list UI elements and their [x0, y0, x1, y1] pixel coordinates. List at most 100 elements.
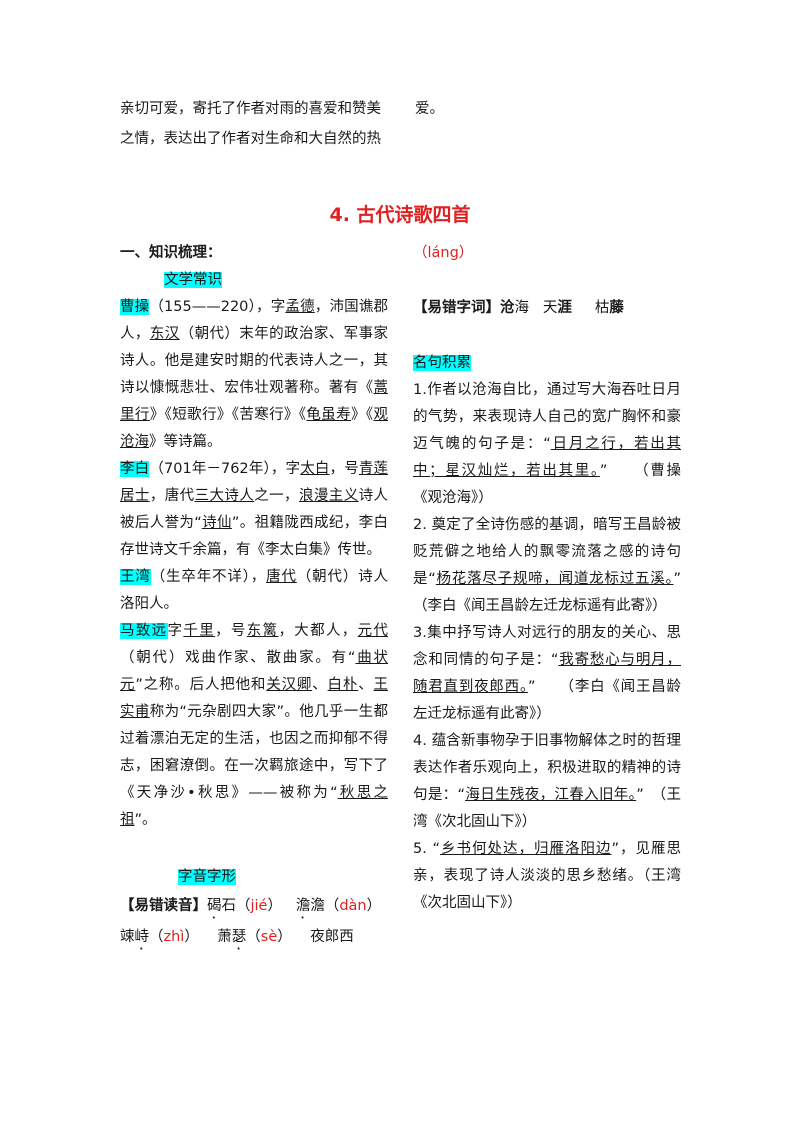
quote-question: 1.作者以沧海自比，通过写大海吞吐日月的气势，来表现诗人自己的宽广胸怀和豪迈气魄… [413, 382, 681, 452]
cao-name: 曹操 [120, 299, 150, 315]
pronunciation-paragraph: 【易错读音】碣石（jié） 澹澹（dàn） 竦峙（zhì） 萧瑟（sè） 夜郎西 [120, 891, 388, 953]
ma-zi: 千里 [183, 623, 216, 639]
page-title: 4. 古代诗歌四首 [329, 204, 471, 226]
top-right-line1: 爱。 [415, 101, 444, 117]
top-left-line1: 亲切可爱，寄托了作者对雨的喜爱和赞美 [120, 101, 381, 117]
li-three-poets: 三大诗人 [194, 488, 255, 504]
wang-paragraph: 王湾（生卒年不详），唐代（朝代）诗人洛阳人。 [120, 564, 388, 618]
quote-3: 3.集中抒写诗人对远行的朋友的关心、思念和同情的句子是：“我寄愁心与明月，随君直… [413, 620, 681, 728]
cao-dynasty: 东汉 [149, 326, 180, 342]
ma-text: 字 [167, 623, 184, 639]
cao-text: （155——220），字 [149, 299, 286, 315]
pron-paren: ） [366, 898, 382, 914]
cao-zi: 孟德 [285, 299, 315, 315]
cao-text: （朝代）末年的政治家、军事家诗人。他是建安时期的代表诗人之一，其诗以慷慨悲壮、宏… [120, 326, 389, 396]
li-text: ，号 [329, 461, 359, 477]
ma-qiusi: 秋思之祖 [120, 785, 388, 828]
ma-text: ”。 [134, 812, 157, 828]
quote-4: 4. 蕴含新事物孕于旧事物解体之时的哲理表达作者乐观向上，积极进取的精神的诗句是… [413, 728, 681, 836]
wrong-label: 【易错字词】 [413, 300, 500, 316]
right-column: （láng） 【易错字词】沧海 天涯 枯藤 名句积累 1.作者以沧海自比，通过写… [413, 240, 710, 917]
ma-text: ，大都人， [278, 623, 358, 639]
wrong-words-row: 【易错字词】沧海 天涯 枯藤 [413, 295, 681, 322]
quote-source: ” （李白《闻王昌龄左迁龙标遥有此寄》） [413, 571, 711, 614]
quote-question: 3.集中抒写诗人对远行的朋友的关心、思念和同情的句子是：“ [413, 625, 681, 668]
quote-question: 2. 奠定了全诗伤感的基调，暗写王昌龄被贬荒僻之地给人的飘零流落之感的诗句是“ [413, 517, 681, 587]
pron-word: 萧 [217, 929, 232, 945]
wrong-char: 藤 [609, 300, 624, 316]
quotes-label-row: 名句积累 [413, 350, 681, 377]
wrong-char: 沧 [500, 300, 515, 316]
lang-pinyin: （láng） [413, 245, 474, 261]
ma-text: 称为“元杂剧四大家”。他几乎一生都过着漂泊无定的生活，也因之而抑郁不得志，困窘潦… [120, 704, 388, 801]
pron-word: 澹 [295, 898, 311, 914]
ma-paragraph: 马致远字千里，号东篱，大都人，元代（朝代）戏曲作家、散曲家。有“曲状元”之称。后… [120, 618, 388, 834]
quote-source: ” （曹操《观沧海》） [413, 463, 681, 506]
pron-pinyin: jié [250, 898, 268, 914]
char-label: 字音字形 [178, 869, 236, 885]
ma-text: ”之称。后人把他和 [135, 677, 267, 693]
cao-text: ，沛国谯郡人， [120, 299, 389, 342]
quotes-label: 名句积累 [413, 355, 471, 371]
quote-source: ”，见雁思亲，表现了诗人淡淡的思乡愁绪。（王湾《次北固山下》） [413, 841, 681, 911]
wrong-char: 海 [514, 300, 530, 316]
pron-word: 澹（ [310, 898, 340, 914]
li-shixian: 诗仙 [201, 515, 232, 531]
li-hao: 青莲居士 [120, 461, 389, 504]
pron-word: 瑟 [231, 929, 247, 945]
ma-peer: 白朴 [327, 677, 359, 693]
pron-paren: ） [277, 929, 292, 945]
li-romanticism: 浪漫主义 [298, 488, 359, 504]
cao-work: 观沧海 [120, 407, 389, 450]
ma-text: （朝代）戏曲作家、散曲家。有“ [120, 650, 356, 666]
cao-text: 》等诗篇。 [149, 434, 222, 450]
pron-word: 夜郎西 [310, 929, 354, 945]
quote-1: 1.作者以沧海自比，通过写大海吞吐日月的气势，来表现诗人自己的宽广胸怀和豪迈气魄… [413, 377, 681, 512]
quote-answer: 我寄愁心与明月，随君直到夜郎西。 [413, 652, 682, 695]
pron-word: 碣 [207, 898, 222, 914]
top-right-text: 爱。 [415, 94, 444, 124]
li-text: ”。祖籍陇西成纪，李白存世诗文千余篇，有《李太白集》传世。 [120, 515, 388, 558]
pron-pinyin: zhì [163, 929, 185, 945]
ma-title: 曲状元 [120, 650, 388, 693]
wang-dynasty: 唐代 [266, 569, 297, 585]
cao-paragraph: 曹操（155——220），字孟德，沛国谯郡人，东汉（朝代）末年的政治家、军事家诗… [120, 294, 388, 456]
quote-answer: 海日生残夜，江春入旧年。 [465, 787, 637, 803]
ma-peer: 王实甫 [120, 677, 389, 720]
top-left-text: 亲切可爱，寄托了作者对雨的喜爱和赞美 之情，表达出了作者对生命和大自然的热 [120, 94, 398, 154]
lit-label-row: 文学常识 [120, 267, 388, 294]
cao-text: 》《 [351, 407, 374, 423]
ma-peer: 关汉卿 [266, 677, 313, 693]
cao-work: 蒿里行 [120, 380, 388, 423]
li-text: （701年－762年），字 [149, 461, 301, 477]
wang-text: （朝代）诗人洛阳人。 [120, 569, 389, 612]
ma-hao: 东篱 [246, 623, 279, 639]
wrong-char: 涯 [557, 300, 572, 316]
li-text: 之一， [254, 488, 299, 504]
pron-word: （ [246, 929, 261, 945]
quote-source: ” （李白《闻王昌龄左迁龙标遥有此寄》） [413, 679, 681, 722]
char-label-row: 字音字形 [120, 864, 388, 891]
pron-pinyin: sè [260, 929, 278, 945]
cao-text: 》《短歌行》《苦寒行》《 [149, 407, 307, 423]
pron-paren: ） [184, 929, 199, 945]
li-text: ，唐代 [149, 488, 195, 504]
pron-word: 石（ [221, 898, 251, 914]
li-zi: 太白 [300, 461, 330, 477]
pron-paren: ） [267, 898, 282, 914]
left-column: 一、知识梳理： 文学常识 曹操（155——220），字孟德，沛国谯郡人，东汉（朝… [120, 240, 388, 953]
pron-pinyin: dàn [339, 898, 367, 914]
ma-text: ，号 [215, 623, 247, 639]
section-knowledge: 一、知识梳理： [120, 245, 222, 261]
ma-name: 马致远 [120, 623, 168, 639]
ma-dynasty: 元代 [357, 623, 388, 639]
quote-answer: 乡书何处达，归雁洛阳边 [439, 841, 612, 857]
li-paragraph: 李白（701年－762年），字太白，号青莲居士，唐代三大诗人之一，浪漫主义诗人被… [120, 456, 388, 564]
pron-word: 峙（ [134, 929, 164, 945]
li-text: 诗人被后人誉为“ [120, 488, 389, 531]
lit-label: 文学常识 [164, 272, 222, 288]
quote-5: 5. “乡书何处达，归雁洛阳边”，见雁思亲，表现了诗人淡淡的思乡愁绪。（王湾《次… [413, 836, 681, 917]
ma-sep: 、 [312, 677, 328, 693]
quote-answer: 杨花落尽子规啼，闻道龙标过五溪。 [435, 571, 674, 587]
quote-2: 2. 奠定了全诗伤感的基调，暗写王昌龄被贬荒僻之地给人的飘零流落之感的诗句是“杨… [413, 512, 710, 620]
